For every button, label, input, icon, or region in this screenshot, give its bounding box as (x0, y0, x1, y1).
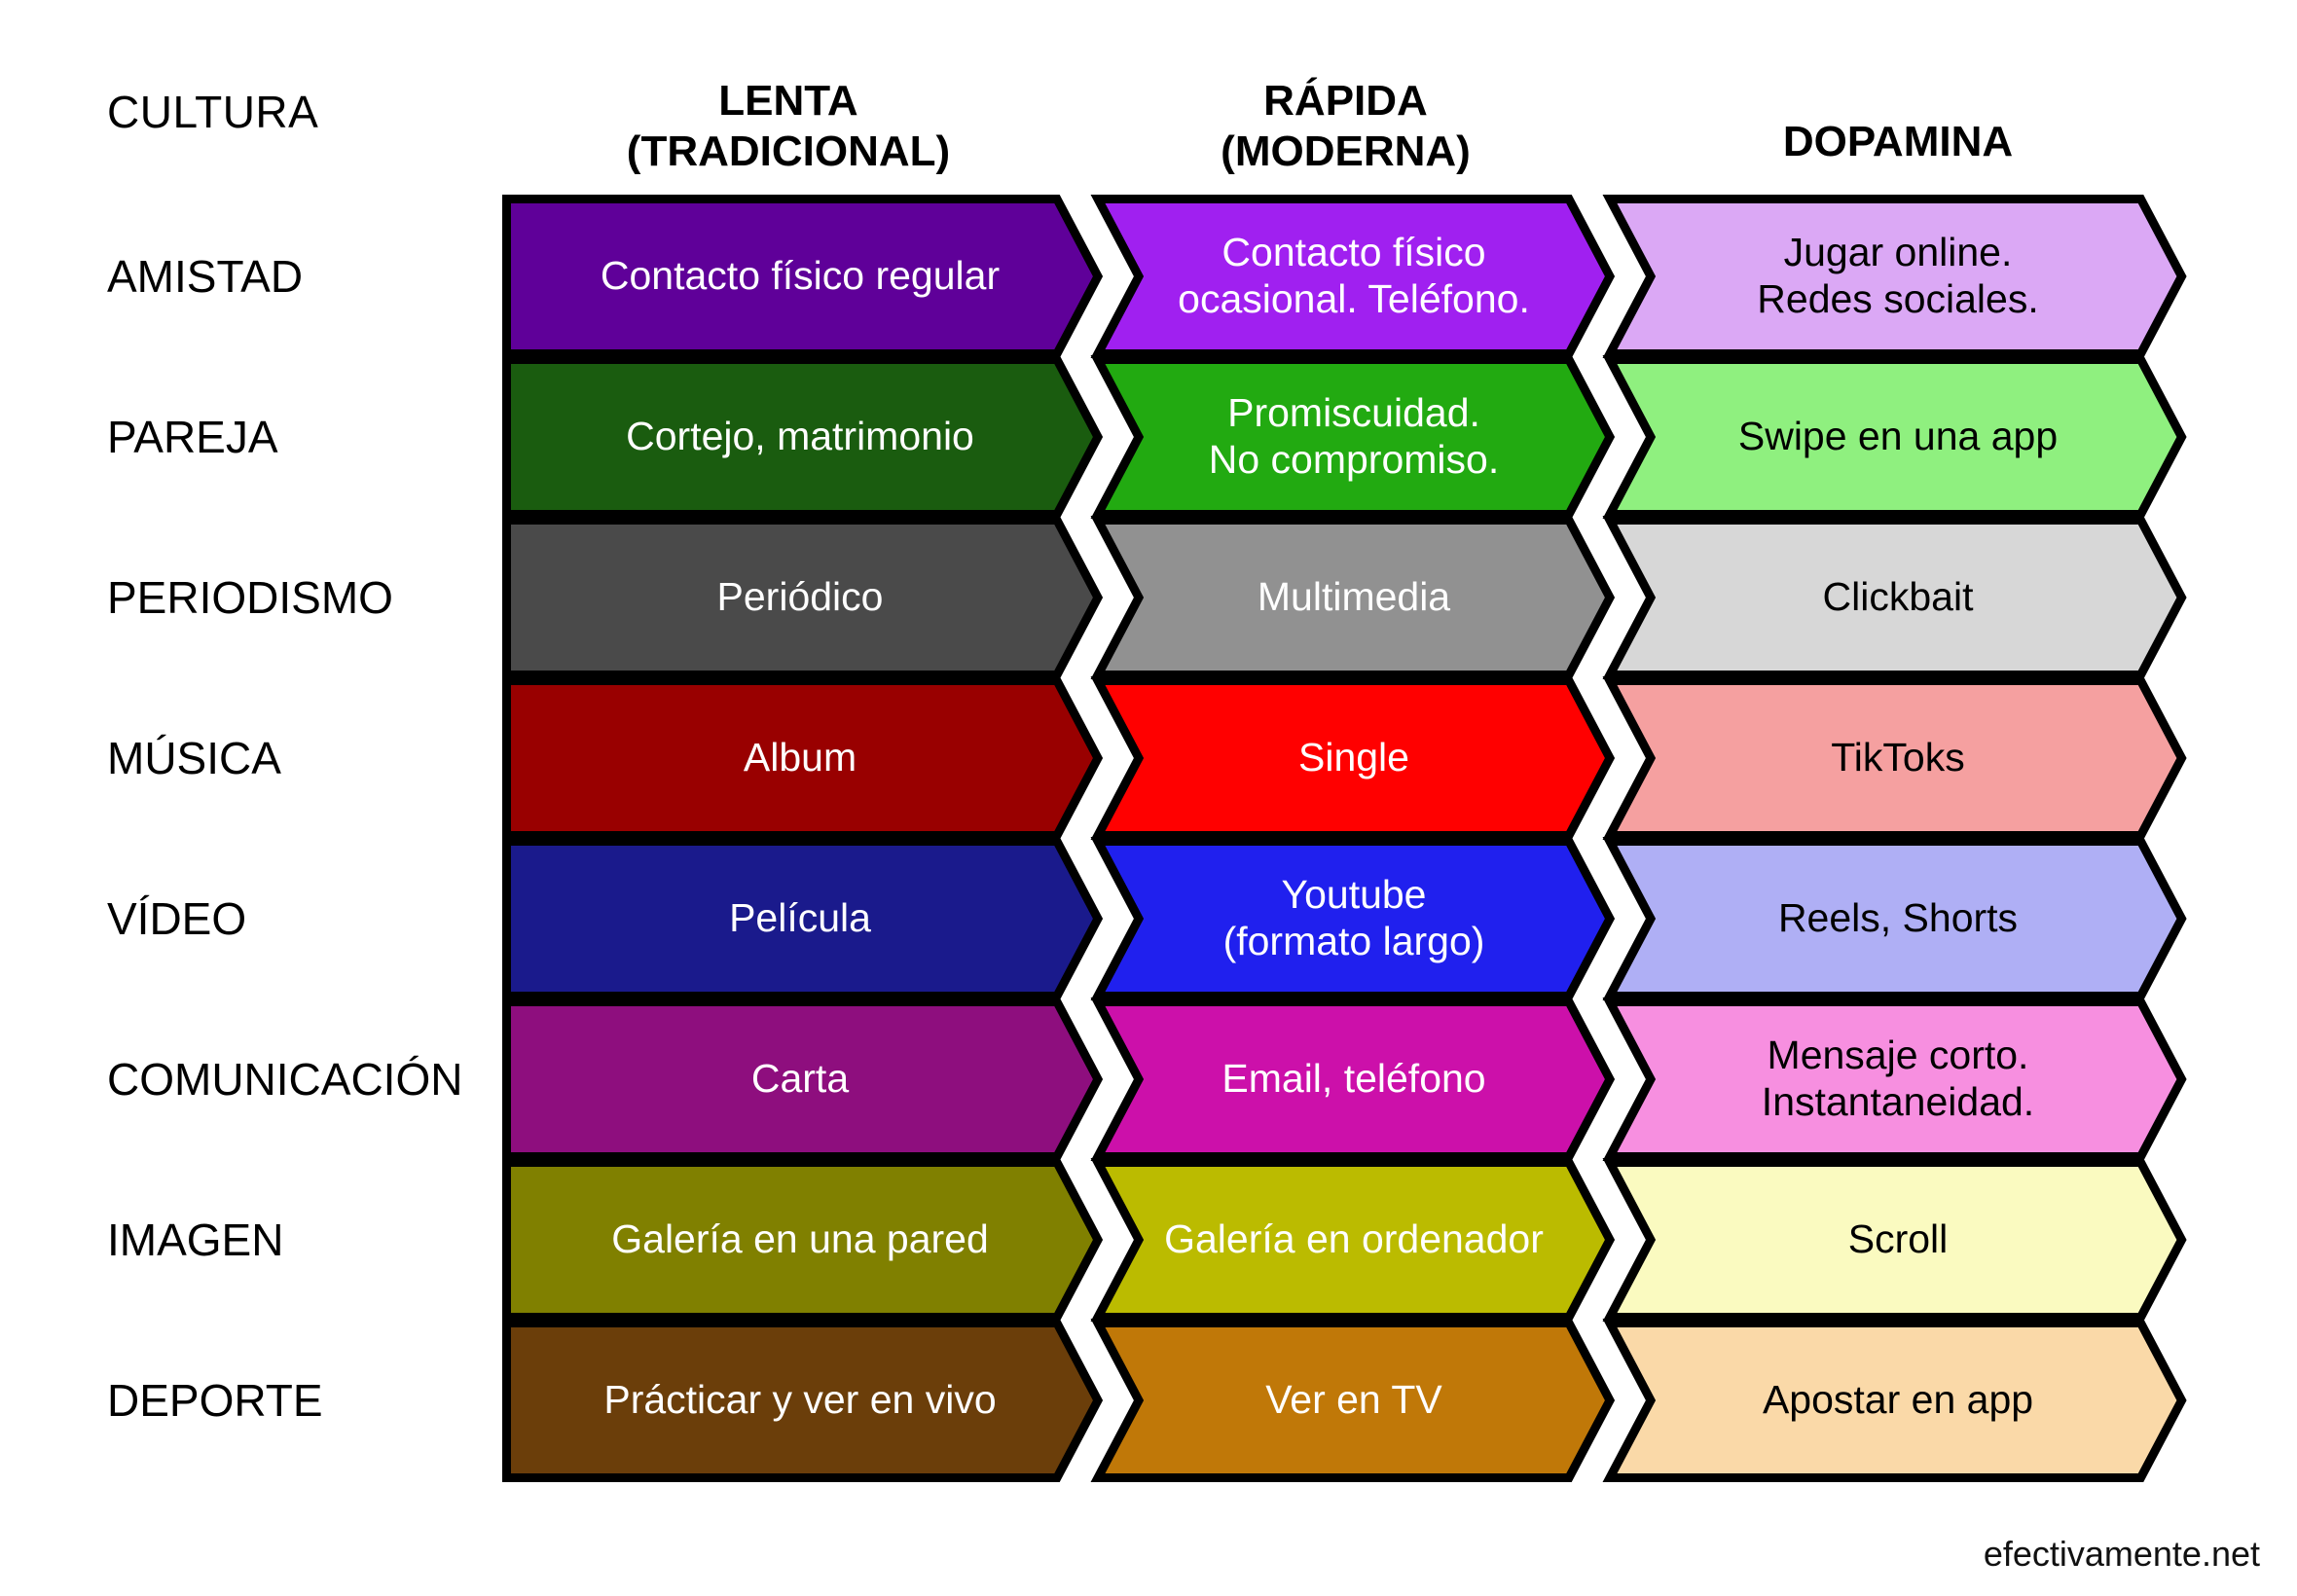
site-watermark: efectivamente.net (1983, 1534, 2260, 1574)
chevron-row-shapes (502, 355, 2187, 519)
row-label-imagen: IMAGEN (107, 1215, 284, 1265)
chevron-cell (1090, 195, 1616, 358)
chevron-row-shapes (502, 195, 2187, 358)
chevron-cell (1602, 676, 2187, 840)
column-header-rapida: RÁPIDA (MODERNA) (1076, 76, 1616, 177)
row-label-comunicacion: COMUNICACIÓN (107, 1054, 463, 1105)
column-header-dopamina: DOPAMINA (1616, 117, 2180, 167)
chevron-row-shapes (502, 1319, 2187, 1482)
chevron-cell (502, 516, 1104, 679)
chevron-cell (1090, 998, 1616, 1161)
chevron-cell (502, 837, 1104, 1000)
chevron-row-shapes (502, 1158, 2187, 1322)
chevron-cell (1602, 1319, 2187, 1482)
chevron-cell (1090, 355, 1616, 519)
row-label-pareja: PAREJA (107, 412, 278, 462)
chevron-cell (1090, 516, 1616, 679)
chevron-cell (502, 1158, 1104, 1322)
column-header-lenta: LENTA (TRADICIONAL) (506, 76, 1071, 177)
column-header-band: CULTURA LENTA (TRADICIONAL) RÁPIDA (MODE… (0, 60, 2297, 177)
chevron-cell (1090, 1319, 1616, 1482)
chevron-row-shapes (502, 998, 2187, 1161)
chevron-cell (502, 195, 1104, 358)
chevron-cell (1090, 1158, 1616, 1322)
chevron-cell (1602, 516, 2187, 679)
corner-label-cultura: CULTURA (107, 87, 319, 137)
row-label-deporte: DEPORTE (107, 1375, 323, 1426)
chevron-cell (502, 1319, 1104, 1482)
column-header-rapida-line1: RÁPIDA (1263, 77, 1428, 125)
column-header-rapida-line2: (MODERNA) (1221, 127, 1471, 175)
chevron-cell (1602, 355, 2187, 519)
row-label-musica: MÚSICA (107, 733, 281, 783)
chevron-cell (502, 676, 1104, 840)
column-header-dopamina-line1: DOPAMINA (1782, 118, 2014, 165)
chevron-cell (1090, 837, 1616, 1000)
row-label-amistad: AMISTAD (107, 251, 304, 302)
chevron-row-shapes (502, 837, 2187, 1000)
chevron-cell (1602, 998, 2187, 1161)
chevron-cell (1602, 1158, 2187, 1322)
chevron-row-shapes (502, 516, 2187, 679)
chevron-cell (502, 355, 1104, 519)
column-header-lenta-line2: (TRADICIONAL) (626, 127, 951, 175)
chevron-row-shapes (502, 676, 2187, 840)
chevron-cell (1090, 676, 1616, 840)
chevron-cell (1602, 195, 2187, 358)
column-header-lenta-line1: LENTA (718, 77, 858, 125)
row-label-periodismo: PERIODISMO (107, 572, 393, 623)
chevron-cell (502, 998, 1104, 1161)
chevron-cell (1602, 837, 2187, 1000)
row-label-video: VÍDEO (107, 893, 247, 944)
